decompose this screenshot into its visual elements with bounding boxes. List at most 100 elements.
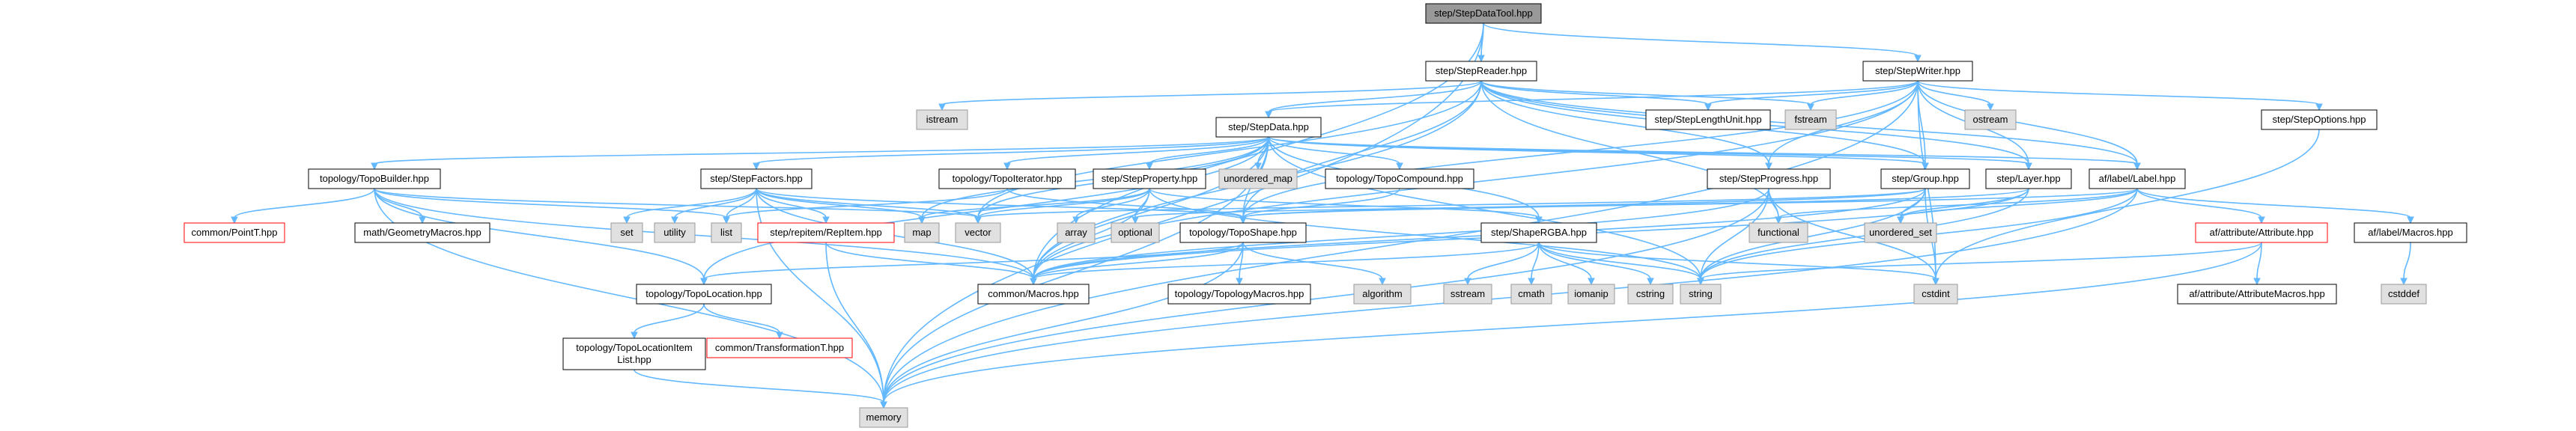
node-stepfactors[interactable]: step/StepFactors.hpp [700,168,812,189]
node-utility[interactable]: utility [654,222,696,243]
node-commonmacros[interactable]: common/Macros.hpp [977,284,1090,305]
node-functional[interactable]: functional [1749,222,1808,243]
node-label: step/StepProperty.hpp [1102,173,1197,184]
node-topobuilder[interactable]: topology/TopoBuilder.hpp [308,168,441,189]
edge-aflabelmacros-to-cstddef [2400,242,2411,286]
node-stepprogress[interactable]: step/StepProgress.hpp [1707,168,1831,189]
edge-stepfactors-to-repitem [756,188,830,224]
node-map[interactable]: map [904,222,940,243]
node-box [757,222,895,243]
node-box [1480,222,1597,243]
node-stepproperty[interactable]: step/StepProperty.hpp [1093,168,1206,189]
edge-stepfactors-to-memory [756,188,887,409]
node-vector[interactable]: vector [955,222,1001,243]
node-memory[interactable]: memory [859,407,908,428]
node-stepdata[interactable]: step/StepData.hpp [1215,117,1322,138]
node-toposhape[interactable]: topology/TopoShape.hpp [1179,222,1307,243]
node-box [354,222,490,243]
node-box [562,337,706,370]
node-topocompound[interactable]: topology/TopoCompound.hpp [1325,168,1474,189]
node-label: step/StepProgress.hpp [1719,173,1818,184]
node-label: topology/TopoShape.hpp [1189,227,1297,238]
node-shapergba[interactable]: step/ShapeRGBA.hpp [1480,222,1597,243]
node-box [1057,222,1096,243]
edge-stepwriter-to-stepdata [1265,80,1919,119]
node-attrmacros[interactable]: af/attribute/AttributeMacros.hpp [2177,284,2337,305]
node-label: array [1065,227,1087,238]
node-array[interactable]: array [1057,222,1096,243]
node-topomacros[interactable]: topology/TopologyMacros.hpp [1167,284,1311,305]
edge-stepdata-to-aflabel [1268,136,2141,171]
edge-toposhape-to-algorithm [1242,242,1386,286]
node-cstddef[interactable]: cstddef [2381,284,2427,305]
node-cmath[interactable]: cmath [1510,284,1552,305]
node-root[interactable]: step/StepDataTool.hpp [1425,3,1542,24]
node-repitem[interactable]: step/repitem/RepItem.hpp [757,222,895,243]
edge-stepdata-to-topobuilder [371,136,1269,171]
node-unordered_set[interactable]: unordered_set [1864,222,1937,243]
node-label: cstddef [2388,288,2419,299]
node-stepreader[interactable]: step/StepReader.hpp [1425,61,1537,82]
node-label: step/StepData.hpp [1228,121,1309,132]
node-transformt[interactable]: common/TransformationT.hpp [706,337,853,358]
node-pointt[interactable]: common/PointT.hpp [183,222,285,243]
edges-layer [231,22,2414,409]
nodes-layer: step/StepDataTool.hpp step/StepReader.hpp… [183,3,2467,428]
node-label: set [620,227,634,238]
node-aflabel[interactable]: af/label/Label.hpp [2089,168,2186,189]
node-steplayer[interactable]: step/Layer.hpp [1985,168,2072,189]
node-stepgroup[interactable]: step/Group.hpp [1880,168,1970,189]
node-box [1784,109,1837,130]
edge-shapergba-to-cstring [1538,242,1654,286]
edge-stepwriter-to-steplengthunit [1704,80,1919,111]
node-label: topology/TopoLocation.hpp [645,288,762,299]
node-stepwriter[interactable]: step/StepWriter.hpp [1862,61,1973,82]
node-label: istream [926,114,959,125]
node-optional[interactable]: optional [1111,222,1160,243]
node-label: topology/TopoLocationItem [576,342,692,353]
node-stepoptions[interactable]: step/StepOptions.hpp [2261,109,2378,130]
node-set[interactable]: set [610,222,643,243]
node-fstream[interactable]: fstream [1784,109,1837,130]
node-box [183,222,285,243]
node-afattribute[interactable]: af/attribute/Attribute.hpp [2195,222,2328,243]
node-topoiterator[interactable]: topology/TopoIterator.hpp [938,168,1076,189]
node-unordered_map[interactable]: unordered_map [1218,168,1298,189]
node-label: cstring [1636,288,1665,299]
node-topolocation[interactable]: topology/TopoLocation.hpp [636,284,772,305]
node-aflabelmacros[interactable]: af/label/Macros.hpp [2354,222,2467,243]
node-label: step/StepDataTool.hpp [1434,7,1533,19]
node-sstream[interactable]: sstream [1443,284,1492,305]
node-label: af/label/Label.hpp [2099,173,2176,184]
node-ostream[interactable]: ostream [1964,109,2017,130]
node-cstdint[interactable]: cstdint [1913,284,1958,305]
node-box [1510,284,1552,305]
node-label: step/StepReader.hpp [1436,65,1527,76]
node-list[interactable]: list [711,222,742,243]
node-label: optional [1118,227,1152,238]
edge-shapergba-to-iomanip [1538,242,1595,286]
node-algorithm[interactable]: algorithm [1353,284,1412,305]
node-box [938,168,1076,189]
node-box [1749,222,1808,243]
edge-stepdata-to-stepproperty [1146,136,1269,171]
node-box [1964,109,2017,130]
node-steplengthunit[interactable]: step/StepLengthUnit.hpp [1645,109,1771,130]
edge-aflabel-to-optional [1131,188,2138,224]
node-iomanip[interactable]: iomanip [1567,284,1615,305]
node-istream[interactable]: istream [916,109,968,130]
edge-stepproperty-to-map [918,188,1150,224]
node-string[interactable]: string [1680,284,1722,305]
node-label: ostream [1973,114,2008,125]
node-box [916,109,968,130]
node-label: cstdint [1922,288,1950,299]
edge-stepdata-to-stepgroup [1268,136,1929,171]
edge-stepproperty-to-shapergba [1149,188,1543,224]
edge-toposhape-to-topolocation [700,242,1244,286]
node-box [859,407,908,428]
node-geommacros[interactable]: math/GeometryMacros.hpp [354,222,490,243]
node-cstring[interactable]: cstring [1627,284,1674,305]
node-label: map [912,227,931,238]
